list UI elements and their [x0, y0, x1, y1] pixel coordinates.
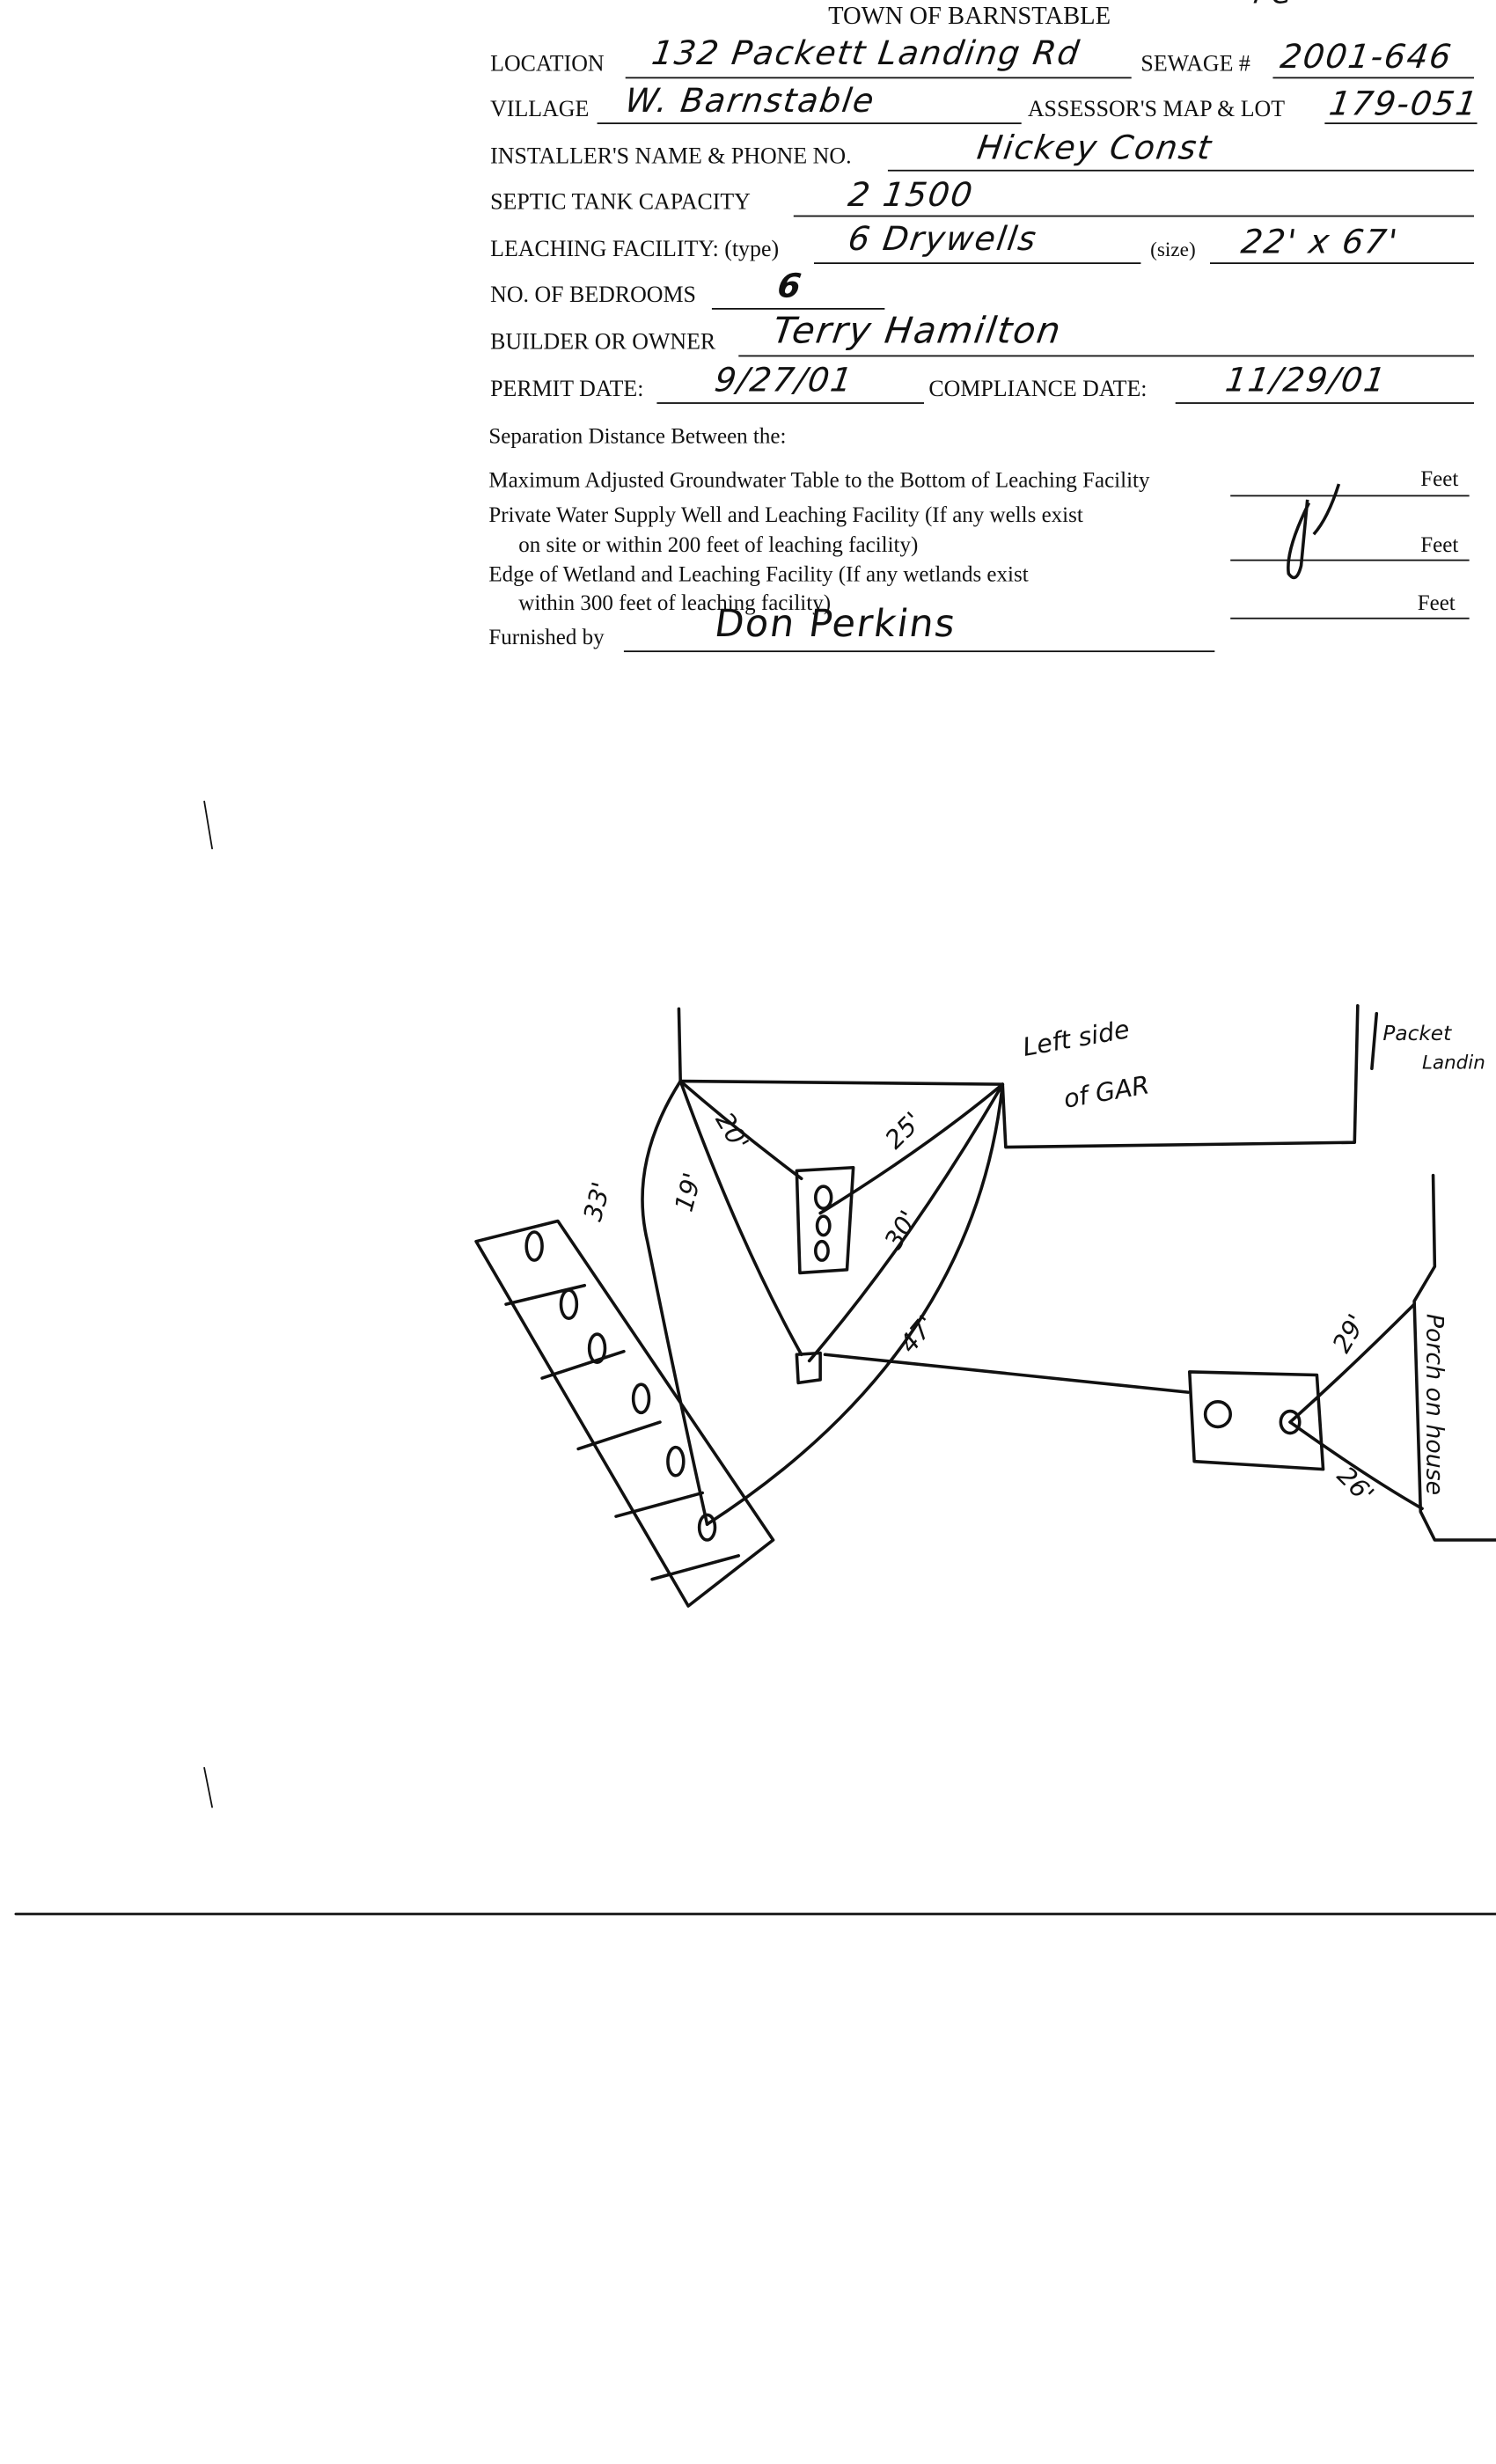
drywell — [524, 1230, 544, 1262]
owner-label: BUILDER OR OWNER — [490, 329, 716, 356]
location-line — [625, 77, 1132, 79]
well-line — [1230, 559, 1470, 561]
leaching-field — [474, 1219, 775, 1608]
dim-label: 20' — [709, 1107, 755, 1155]
porch-label: Porch on house — [1420, 1314, 1448, 1495]
separation-row-wetland-2: within 300 feet of leaching facility) — [518, 592, 832, 616]
drywell — [631, 1382, 651, 1415]
dim-label: 47' — [893, 1309, 941, 1359]
tie-line — [807, 1082, 1005, 1363]
compliance-line — [1175, 402, 1474, 404]
installer-line — [887, 169, 1474, 172]
road-label-2: Landin — [1422, 1052, 1485, 1074]
separation-row-groundwater: Maximum Adjusted Groundwater Table to th… — [488, 469, 1150, 494]
septic-line — [793, 215, 1474, 217]
road-line — [1370, 1011, 1379, 1071]
permit-label: PERMIT DATE: — [490, 377, 644, 403]
tank-2-oval — [1203, 1400, 1232, 1429]
bedrooms-line — [711, 307, 885, 310]
size-label: (size) — [1150, 237, 1196, 261]
size-line — [1209, 262, 1474, 264]
porch-outline — [1412, 1173, 1496, 1542]
drywell — [559, 1288, 579, 1320]
bedrooms-label: NO. OF BEDROOMS — [490, 282, 696, 308]
separation-row-well-1: Private Water Supply Well and Leaching F… — [488, 504, 1083, 528]
leaching-line — [813, 262, 1141, 264]
sewage-label: SEWAGE # — [1140, 51, 1250, 77]
wetland-line — [1230, 617, 1470, 620]
tank-1-oval — [813, 1184, 833, 1210]
tie-line — [678, 1079, 803, 1181]
road-label-1: Packet — [1382, 1022, 1452, 1045]
feet-unit-2: Feet — [1420, 534, 1459, 558]
form-title: TOWN OF BARNSTABLE — [828, 3, 1111, 30]
dim-label: 29' — [1326, 1309, 1372, 1357]
map-lot-line — [1324, 122, 1478, 125]
separation-row-well-2: on site or within 200 feet of leaching f… — [518, 534, 919, 558]
feet-unit-3: Feet — [1417, 592, 1456, 616]
furnished-line — [623, 650, 1215, 653]
village-label: VILLAGE — [490, 97, 590, 123]
drywell — [666, 1445, 686, 1478]
drywell — [587, 1332, 607, 1364]
tank-1-oval — [815, 1214, 832, 1237]
distribution-box — [795, 1351, 822, 1385]
drywell-divider — [504, 1283, 741, 1581]
feet-unit-1: Feet — [1420, 468, 1459, 492]
separation-row-wetland-1: Edge of Wetland and Leaching Facility (I… — [488, 564, 1029, 588]
sewage-line — [1272, 77, 1474, 79]
dim-label: 30' — [878, 1206, 924, 1254]
property-line — [677, 1007, 682, 1083]
separation-heading: Separation Distance Between the: — [488, 425, 787, 450]
tie-line — [1288, 1302, 1416, 1424]
leaching-label: LEACHING FACILITY: (type) — [490, 237, 780, 263]
garage-outline — [678, 1004, 1360, 1149]
installer-label: INSTALLER'S NAME & PHONE NO. — [490, 144, 852, 170]
curve-line — [705, 1082, 1005, 1526]
dim-label: 33' — [577, 1179, 616, 1224]
pipe-line — [823, 1353, 1190, 1394]
owner-line — [738, 355, 1474, 357]
garage-label-1: Left side — [1021, 1014, 1132, 1062]
location-label: LOCATION — [490, 51, 605, 77]
septic-tank-1 — [795, 1165, 855, 1275]
tank-1-oval — [813, 1239, 830, 1262]
tie-line — [818, 1082, 1005, 1215]
septic-label: SEPTIC TANK CAPACITY — [490, 190, 751, 216]
drywell — [697, 1513, 717, 1542]
septic-tank-2 — [1187, 1370, 1325, 1471]
tie-line — [1288, 1420, 1424, 1511]
map-lot-label: ASSESSOR'S MAP & LOT — [1027, 97, 1286, 123]
scan-mark — [203, 800, 213, 1808]
dim-label: 26' — [1331, 1460, 1380, 1508]
curve-line — [641, 1079, 709, 1526]
tie-line — [678, 1079, 803, 1357]
groundwater-line — [1230, 495, 1470, 497]
furnished-label: Furnished by — [488, 627, 605, 651]
tank-2-oval — [1279, 1409, 1302, 1435]
village-line — [597, 122, 1022, 125]
permit-line — [656, 402, 924, 404]
compliance-label: COMPLIANCE DATE: — [928, 377, 1148, 403]
dim-label: 19' — [669, 1170, 708, 1214]
garage-label-2: of GAR — [1061, 1069, 1152, 1114]
